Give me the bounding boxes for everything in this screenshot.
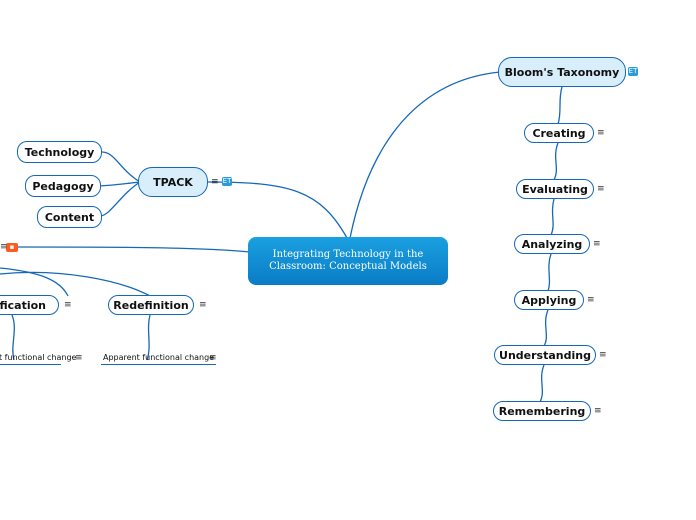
bloom-level-analyzing[interactable]: Analyzing — [514, 234, 590, 254]
subtopic-pedagogy[interactable]: Pedagogy — [25, 175, 101, 197]
subtopic-technology[interactable]: Technology — [17, 141, 102, 163]
subtopic-label: Pedagogy — [32, 179, 94, 193]
subtopic-label: Content — [44, 210, 95, 224]
bloom-level-label: Analyzing — [521, 237, 583, 251]
bloom-level-label: Applying — [521, 293, 577, 307]
menu-icon[interactable]: ≡ — [597, 128, 605, 138]
expand-badge-icon[interactable]: ET — [628, 67, 638, 76]
menu-icon[interactable]: ≡ — [75, 353, 83, 363]
menu-icon[interactable]: ≡ — [593, 239, 601, 249]
menu-icon[interactable]: ≡ — [64, 300, 72, 310]
central-topic[interactable]: Integrating Technology in the Classroom:… — [248, 237, 448, 285]
central-topic-line1: Integrating Technology in the — [272, 249, 424, 260]
menu-icon[interactable]: ≡ — [211, 177, 219, 187]
bloom-level-label: Understanding — [499, 348, 591, 362]
bloom-level-understanding[interactable]: Understanding — [494, 345, 596, 365]
topic-tpack[interactable]: TPACK — [138, 167, 208, 197]
subtopic-content[interactable]: Content — [37, 206, 102, 228]
menu-icon[interactable]: ≡ — [599, 350, 607, 360]
menu-icon[interactable]: ≡ — [209, 353, 217, 363]
expand-badge-icon[interactable]: ET — [222, 177, 232, 186]
note-redefinition[interactable]: Apparent functional change — [101, 353, 217, 365]
bloom-level-evaluating[interactable]: Evaluating — [516, 179, 594, 199]
menu-icon[interactable]: ≡ — [594, 406, 602, 416]
topic-tpack-label: TPACK — [153, 175, 193, 189]
menu-icon[interactable]: ≡ — [587, 295, 595, 305]
note-modification[interactable]: t functional change — [0, 353, 76, 365]
bloom-level-applying[interactable]: Applying — [514, 290, 584, 310]
topic-blooms-label: Bloom's Taxonomy — [504, 65, 620, 79]
topic-blooms-taxonomy[interactable]: Bloom's Taxonomy — [498, 57, 626, 87]
bloom-level-creating[interactable]: Creating — [524, 123, 594, 143]
bloom-level-label: Evaluating — [522, 182, 588, 196]
bloom-level-remembering[interactable]: Remembering — [493, 401, 591, 421]
topic-redefinition[interactable]: Redefinition — [108, 295, 194, 315]
topic-modification-label: dification — [0, 298, 46, 312]
bloom-level-label: Creating — [532, 126, 586, 140]
topic-modification[interactable]: dification — [0, 295, 59, 315]
menu-icon[interactable]: ≡ — [597, 184, 605, 194]
menu-icon[interactable]: ≡ — [0, 242, 8, 252]
subtopic-label: Technology — [24, 145, 95, 159]
collapsed-branch-icon[interactable]: ▪ — [6, 243, 18, 252]
central-topic-line2: Classroom: Conceptual Models — [269, 261, 427, 272]
bloom-level-label: Remembering — [498, 404, 586, 418]
menu-icon[interactable]: ≡ — [199, 300, 207, 310]
topic-redefinition-label: Redefinition — [113, 298, 189, 312]
